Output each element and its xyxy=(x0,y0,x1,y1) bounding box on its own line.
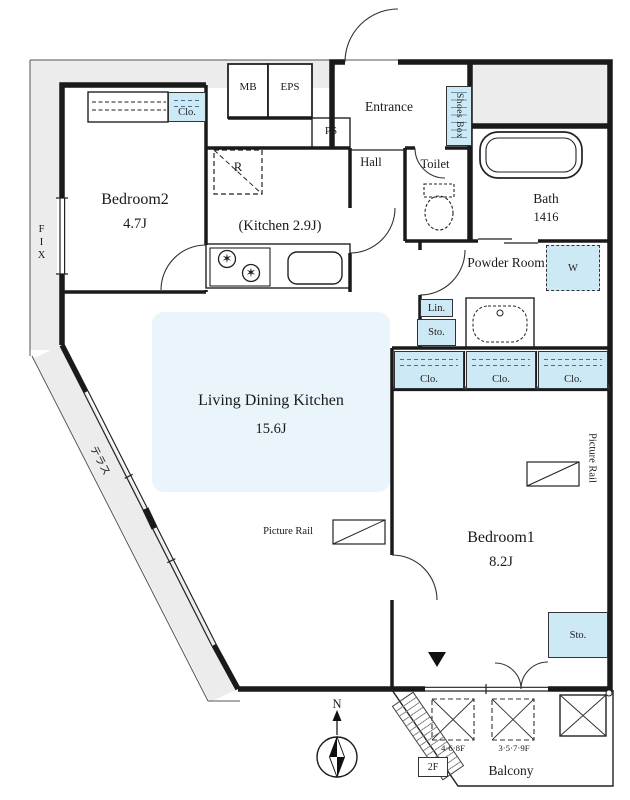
bedroom2-label: Bedroom2 xyxy=(101,191,169,208)
refrigerator-label: R xyxy=(233,160,243,174)
balcony-label: Balcony xyxy=(488,763,534,778)
ldk-label: Living Dining Kitchen xyxy=(198,392,344,409)
bath-size-label: 1416 xyxy=(533,210,559,224)
stove xyxy=(209,247,271,287)
linen-box: Lin. xyxy=(420,299,453,317)
interior-walls xyxy=(62,85,610,689)
closet-box-1: Clo. xyxy=(394,351,464,389)
sliding-door-lines xyxy=(350,149,538,244)
bedroom2-closet-label-box: Clo. xyxy=(168,92,206,122)
eps-label: EPS xyxy=(280,81,300,93)
door-arcs xyxy=(160,8,549,690)
burner-right xyxy=(241,263,261,283)
bedroom1-size-label: 8.2J xyxy=(489,554,513,570)
burner-icon: ✶ xyxy=(245,265,257,280)
entrance-label: Entrance xyxy=(365,99,413,114)
closet-box-2: Clo. xyxy=(466,351,536,389)
bedroom1-storage-box: Sto. xyxy=(548,612,608,658)
ac-unit-space xyxy=(559,694,607,737)
toilet-bowl xyxy=(424,195,454,231)
eps-box xyxy=(267,63,313,119)
meter-box-label: MB xyxy=(239,81,257,93)
picture-rail-label-bedroom1: Picture Rail xyxy=(586,433,598,483)
washer-space-box: W xyxy=(546,245,600,291)
second-floor-box: 2F xyxy=(418,757,448,777)
washbasin-bowl xyxy=(472,305,528,343)
hatch-floors-label-b: 3·5·7·9F xyxy=(498,743,530,753)
bath-label: Bath xyxy=(533,191,559,206)
bathtub xyxy=(479,131,583,179)
entry-direction-marker xyxy=(428,652,446,667)
hatch-floors-label-a: 4·6·8F xyxy=(441,743,465,753)
outer-walls xyxy=(59,59,613,692)
toilet-label: Toilet xyxy=(420,157,450,171)
refrigerator-space xyxy=(213,149,263,195)
compass-icon xyxy=(316,710,358,779)
bedroom1-sideboard xyxy=(526,461,580,487)
fix-window-label: FIX xyxy=(36,223,47,263)
bedroom2-size-label: 4.7J xyxy=(123,216,147,232)
evacuation-hatch-b xyxy=(491,698,535,741)
bedroom1-label: Bedroom1 xyxy=(467,529,535,546)
burner-icon: ✶ xyxy=(221,251,233,266)
hall-label: Hall xyxy=(360,155,382,169)
picture-rail-label-ldk: Picture Rail xyxy=(263,526,313,537)
ldk-floor-tint xyxy=(152,312,390,492)
ldk-size-label: 15.6J xyxy=(255,421,287,437)
pipe-space-label: PS xyxy=(324,125,338,137)
diagonal-wall-post xyxy=(142,507,158,530)
bedroom2-closet xyxy=(87,91,169,123)
shoes-box: Shoes Box xyxy=(446,86,472,146)
powder-storage-box: Sto. xyxy=(417,319,456,346)
north-label: N xyxy=(332,697,342,711)
kitchen-label: (Kitchen 2.9J) xyxy=(238,218,322,234)
drain-mark xyxy=(605,689,613,697)
closet-box-3: Clo. xyxy=(538,351,608,389)
burner-left xyxy=(217,249,237,269)
ldk-sideboard xyxy=(332,519,386,545)
kitchen-sink xyxy=(287,251,343,285)
toilet-tank xyxy=(423,183,455,198)
powder-room-label: Powder Room xyxy=(467,255,545,270)
